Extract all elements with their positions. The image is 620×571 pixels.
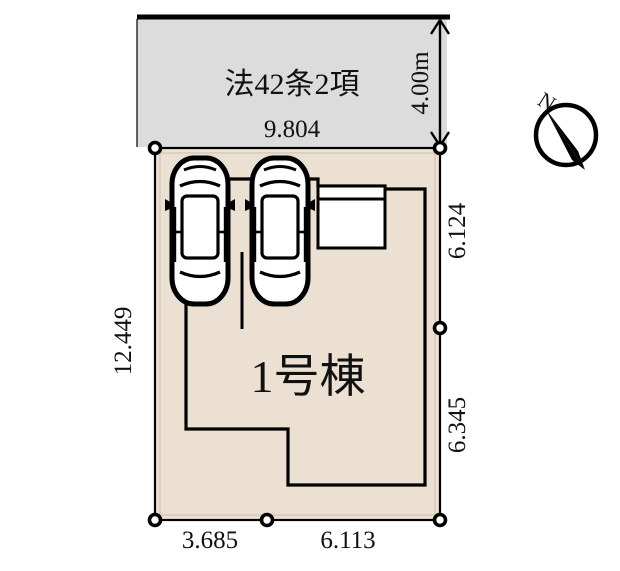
entrance-porch [316,184,387,250]
compass-rose: N [533,87,599,170]
boundary-node-top-left [147,140,163,156]
boundary-nodes [147,140,448,528]
dimension-right-top-label: 6.124 [444,202,471,259]
dimension-right-bottom-label: 6.345 [444,397,471,453]
dimension-bottom-left-label: 3.685 [182,527,238,554]
car-2 [245,155,315,307]
road-type-label: 法42条2項 [225,68,360,101]
road-depth-dimension: 4.00m [407,19,451,147]
road-top-boundary-line [137,14,450,20]
compass-circle [533,102,599,168]
car-1 [165,155,235,307]
road-width-label: 9.804 [264,116,321,143]
dimension-left-label: 12.449 [110,307,137,376]
boundary-node-right-mid [432,320,448,336]
road-band [137,19,447,147]
road-depth-label: 4.00m [407,51,434,115]
dimension-bottom: 3.685 6.113 [155,519,440,554]
boundary-node-bottom-right [432,512,448,528]
dimension-bottom-right-label: 6.113 [320,527,375,554]
dimension-left: 12.449 [110,148,156,520]
boundary-node-bottom-left [147,512,163,528]
dimension-right: 6.124 6.345 [439,148,471,520]
boundary-node-bottom-mid [259,512,275,528]
boundary-node-top-right [432,140,448,156]
building-label: 1号棟 [251,351,366,402]
compass-needle-light [545,108,585,170]
site-parcel-inner-offset [159,152,436,516]
